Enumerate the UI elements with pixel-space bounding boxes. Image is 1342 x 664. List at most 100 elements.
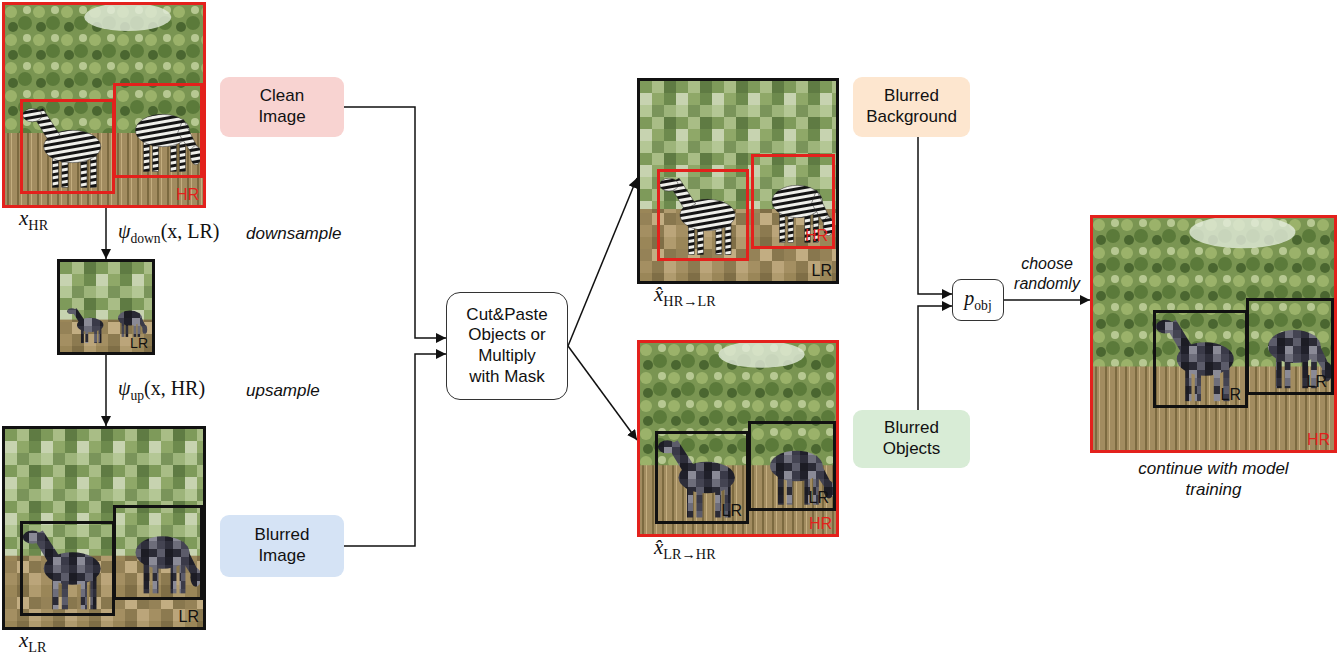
resolution-label: HR: [1307, 432, 1330, 448]
edge-label-holder: ψdown(x, LR): [118, 220, 220, 247]
image-panel: LRxLR: [2, 426, 206, 630]
process-box: Cut&Paste Objects or Multiply with Mask: [446, 292, 568, 400]
grass: [1093, 366, 1334, 450]
math-part: (x, HR): [144, 377, 205, 399]
box-label: Blurred Background: [861, 86, 962, 127]
box-label: Cut&Paste Objects or Multiply with Mask: [461, 305, 553, 388]
crop-region: LR: [1153, 310, 1248, 408]
foliage: [5, 429, 203, 627]
crop-box: [22, 523, 114, 615]
box-label: Blurred Image: [238, 525, 326, 566]
math-part: HR→LR: [663, 293, 715, 309]
sky-patch: [1189, 218, 1295, 248]
crop-box: [115, 85, 202, 177]
grass: [60, 320, 152, 352]
math-part: obj: [974, 298, 991, 313]
zebra-head: [190, 568, 201, 587]
edge-label: choose randomly: [1006, 254, 1088, 294]
process-box: Blurred Objects: [853, 410, 970, 468]
connector: [918, 306, 952, 410]
resolution-label: HR: [809, 516, 832, 532]
zebra-head: [23, 531, 42, 544]
math-part: ψ: [118, 377, 130, 399]
corner-label-holder: LR: [809, 490, 829, 506]
resolution-label: LR: [1307, 374, 1327, 390]
connector: [105, 208, 107, 259]
box-label: Clean Image: [238, 86, 326, 127]
math-part: x̂: [654, 282, 663, 306]
note-holder: upsample: [246, 381, 320, 401]
connector: [105, 355, 107, 426]
zebra: [23, 531, 101, 610]
process-box: Clean Image: [220, 77, 344, 137]
math-part: p: [964, 287, 974, 309]
crop-box: [659, 171, 748, 260]
caption-note: continue with model training: [1123, 458, 1304, 501]
zebra: [67, 308, 103, 343]
crop-region: LR: [748, 421, 836, 511]
math-part: x: [19, 628, 28, 652]
box-label: Blurred Objects: [861, 418, 962, 459]
connector: [918, 137, 952, 294]
process-box: pobj: [952, 279, 1004, 321]
crop-box: [115, 507, 202, 599]
step-note: upsample: [246, 381, 320, 401]
zebra: [660, 178, 735, 254]
photo: [5, 429, 203, 627]
math-part: ψ: [118, 220, 130, 242]
resolution-label: HR: [805, 228, 828, 244]
photo: [640, 81, 836, 281]
photo: [5, 5, 203, 205]
math-part: up: [130, 388, 144, 403]
edge-label-holder: choose randomly: [1006, 254, 1088, 294]
edge-label: ψup(x, HR): [118, 377, 205, 404]
resolution-label: LR: [812, 263, 832, 279]
corner-label-holder: HR: [809, 516, 832, 532]
edge-label: ψdown(x, LR): [118, 220, 220, 247]
image-symbol: xLR: [19, 628, 47, 656]
foliage: [640, 343, 836, 534]
resolution-label: LR: [722, 503, 742, 519]
resolution-label: LR: [179, 609, 199, 625]
math-part: (x, LR): [161, 220, 220, 242]
zebra-head: [67, 308, 76, 314]
corner-label-holder: HR: [805, 228, 828, 244]
box-label: pobj: [964, 286, 991, 314]
math-part: LR: [28, 639, 46, 655]
resolution-label: LR: [809, 490, 829, 506]
corner-label-holder: HR: [1307, 432, 1330, 448]
corner-label-holder: LR: [179, 609, 199, 625]
connector: [344, 354, 446, 546]
foliage: [60, 262, 152, 352]
zebra: [136, 114, 202, 171]
corner-label-holder: HR: [176, 187, 199, 203]
connector: [1004, 299, 1090, 301]
resolution-label: LR: [130, 336, 148, 350]
edge-label-holder: ψup(x, HR): [118, 377, 205, 404]
resolution-label: HR: [176, 187, 199, 203]
connector: [344, 107, 446, 338]
crop-region: LR: [1246, 298, 1334, 395]
math-part: LR→HR: [663, 546, 715, 562]
caption-holder: x̂LR→HR: [654, 535, 716, 563]
caption-holder: continue with model training: [1123, 458, 1304, 501]
corner-label-holder: LR: [1307, 374, 1327, 390]
crop-region: HR: [751, 154, 835, 249]
image-symbol: xHR: [19, 206, 48, 234]
zebra-head: [658, 440, 677, 453]
caption-holder: x̂HR→LR: [654, 282, 716, 310]
crop-box: [22, 101, 114, 193]
corner-label-holder: LR: [812, 263, 832, 279]
image-symbol: x̂LR→HR: [654, 535, 716, 563]
foliage: [5, 5, 203, 205]
zebra-head: [190, 146, 201, 165]
zebra: [23, 109, 101, 188]
zebra-head: [23, 109, 42, 122]
sky-patch: [84, 5, 171, 31]
foliage: [640, 81, 836, 281]
sky-patch: [718, 343, 804, 368]
math-part: down: [130, 231, 160, 246]
photo: [1093, 218, 1334, 450]
step-note: downsample: [246, 224, 341, 244]
